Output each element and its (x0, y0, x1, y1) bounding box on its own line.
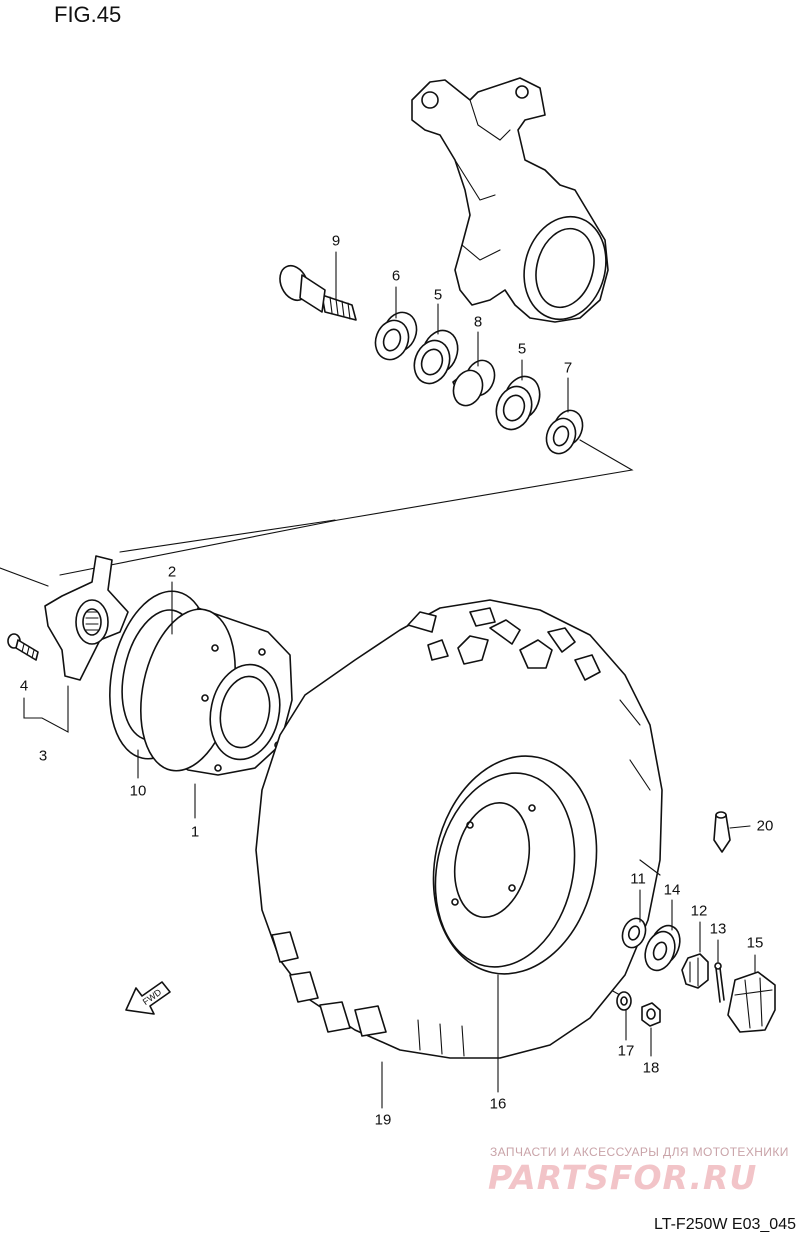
steering-knuckle (411, 77, 609, 323)
callout-leaders (23, 251, 756, 1109)
callout-19: 19 (374, 1111, 392, 1129)
washer-11 (621, 917, 647, 949)
callout-5-b: 5 (517, 340, 527, 358)
oil-seal-7 (545, 409, 584, 455)
callout-7: 7 (563, 359, 573, 377)
callout-6: 6 (391, 267, 401, 285)
callout-12: 12 (690, 902, 708, 920)
callout-10: 10 (129, 782, 147, 800)
callout-17: 17 (617, 1042, 635, 1060)
callout-16: 16 (489, 1095, 507, 1113)
callout-1: 1 (190, 823, 200, 841)
wheel-nut (641, 1002, 661, 1027)
castle-nut (681, 953, 709, 989)
figure-title: FIG.45 (54, 2, 122, 27)
callout-3: 3 (38, 747, 48, 765)
callout-5-a: 5 (433, 286, 443, 304)
watermark-caption: ЗАПЧАСТИ И АКСЕССУАРЫ ДЛЯ МОТОТЕХНИКИ (490, 1145, 789, 1159)
callout-4: 4 (19, 677, 29, 695)
wheel-stud (7, 633, 39, 661)
callout-9: 9 (331, 232, 341, 250)
callout-8: 8 (473, 313, 483, 331)
wheel-hub (44, 555, 129, 681)
callout-2: 2 (167, 563, 177, 581)
bearing-5-b (495, 375, 541, 431)
spacer-8 (452, 359, 496, 407)
fwd-arrow-icon (125, 981, 171, 1015)
callout-13: 13 (709, 920, 727, 938)
oil-seal-6 (374, 311, 418, 361)
callout-20: 20 (756, 817, 774, 835)
drawing-code: LT-F250W E03_045 (653, 1216, 796, 1233)
callout-14: 14 (663, 881, 681, 899)
washer-17 (616, 991, 632, 1011)
hub-cap (727, 971, 776, 1033)
brake-drum (109, 590, 293, 776)
watermark-logo: PARTSFOR.RU (488, 1158, 758, 1197)
bearing-5-a (413, 329, 459, 385)
tire (255, 599, 663, 1059)
cotter-pin (714, 962, 725, 1003)
washer-14 (644, 924, 681, 972)
hub-bolt (279, 264, 357, 321)
callout-15: 15 (746, 934, 764, 952)
tire-valve (713, 811, 731, 853)
callout-18: 18 (642, 1059, 660, 1077)
callout-11: 11 (630, 870, 646, 888)
